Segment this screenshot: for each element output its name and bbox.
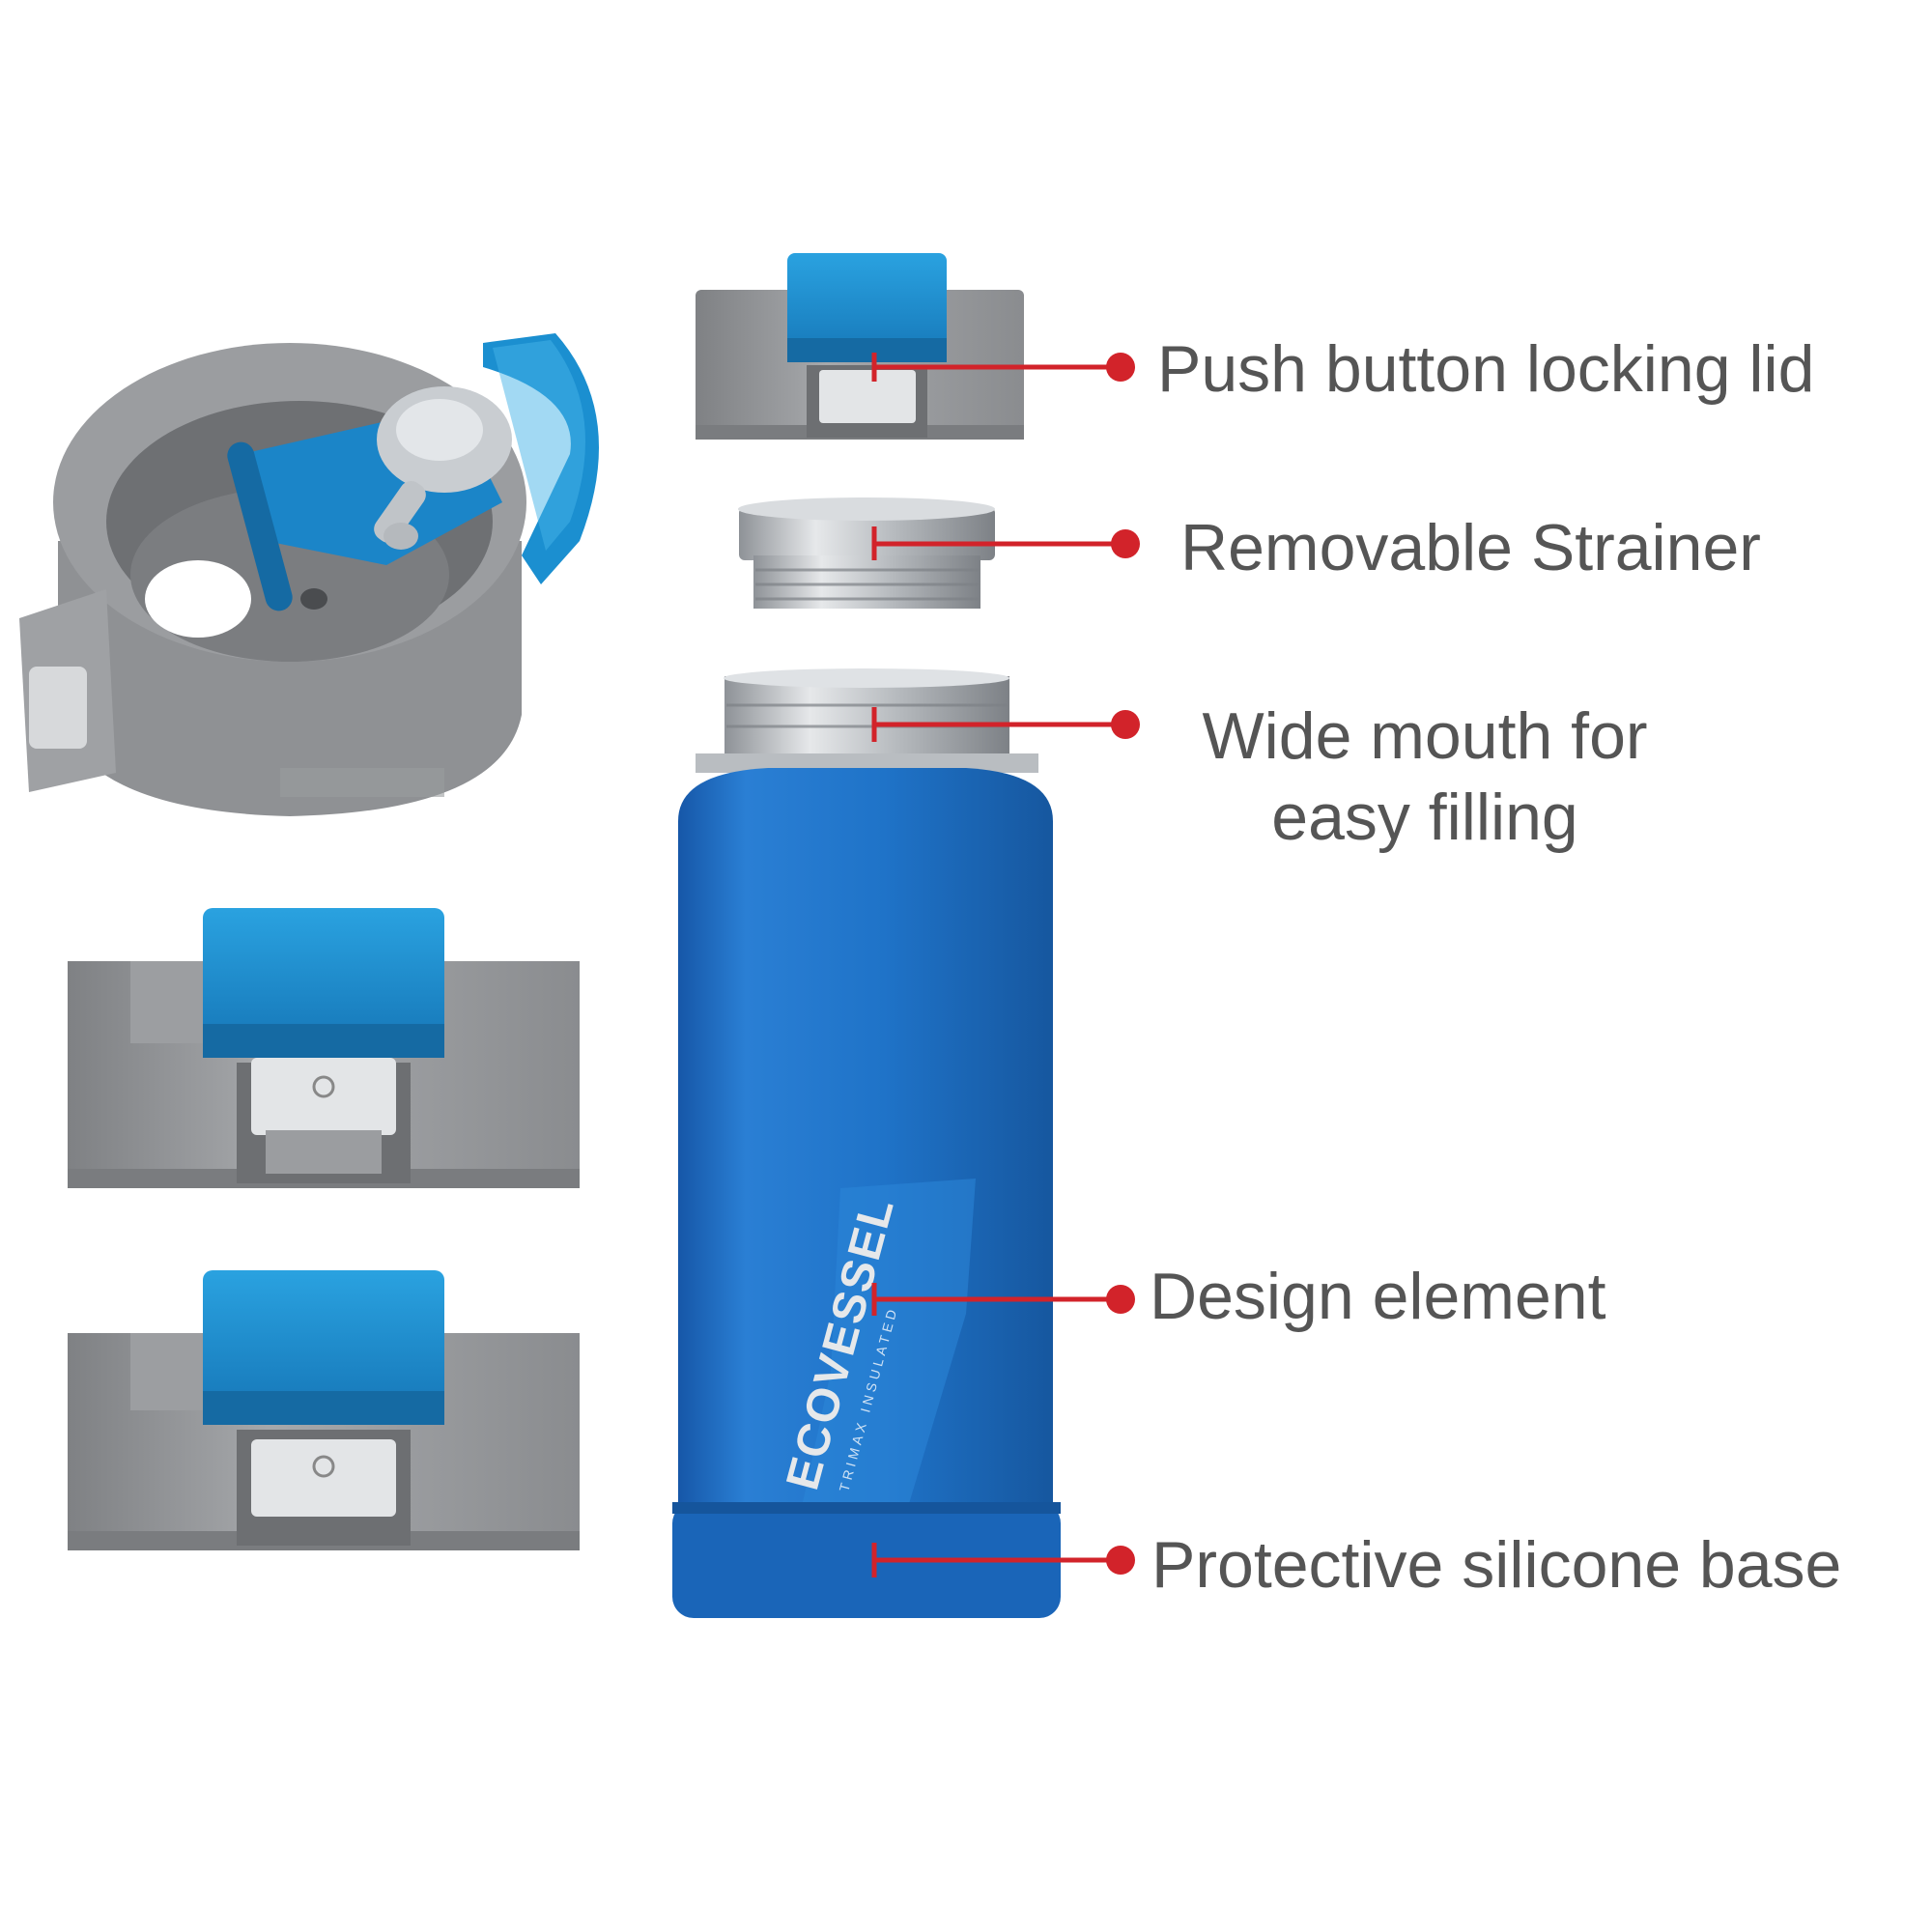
label-push-button-lid: Push button locking lid <box>1157 332 1815 406</box>
open-lid-illustration <box>19 333 599 816</box>
lid-front-view-locked <box>68 1270 580 1550</box>
label-design-element: Design element <box>1150 1260 1606 1333</box>
strainer-illustration <box>738 497 995 609</box>
label-silicone-base: Protective silicone base <box>1151 1528 1842 1602</box>
label-wide-mouth-line2: easy filling <box>1271 781 1578 854</box>
label-wide-mouth: Wide mouth for easy filling <box>1150 696 1700 858</box>
callout-lines <box>871 353 1140 1577</box>
label-wide-mouth-line1: Wide mouth for <box>1202 699 1648 773</box>
lid-front-view-unlocked <box>68 908 580 1188</box>
callout-line-push-button-lid <box>871 353 1135 382</box>
callout-line-design-element <box>871 1283 1135 1316</box>
label-removable-strainer: Removable Strainer <box>1180 511 1761 584</box>
callout-line-silicone-base <box>871 1543 1135 1577</box>
bottle-illustration: ECOVESSEL TRIMAX INSULATED <box>672 668 1061 1618</box>
push-button-lid-illustration <box>696 253 1024 440</box>
callout-line-strainer <box>871 526 1140 560</box>
callout-line-wide-mouth <box>871 707 1140 742</box>
